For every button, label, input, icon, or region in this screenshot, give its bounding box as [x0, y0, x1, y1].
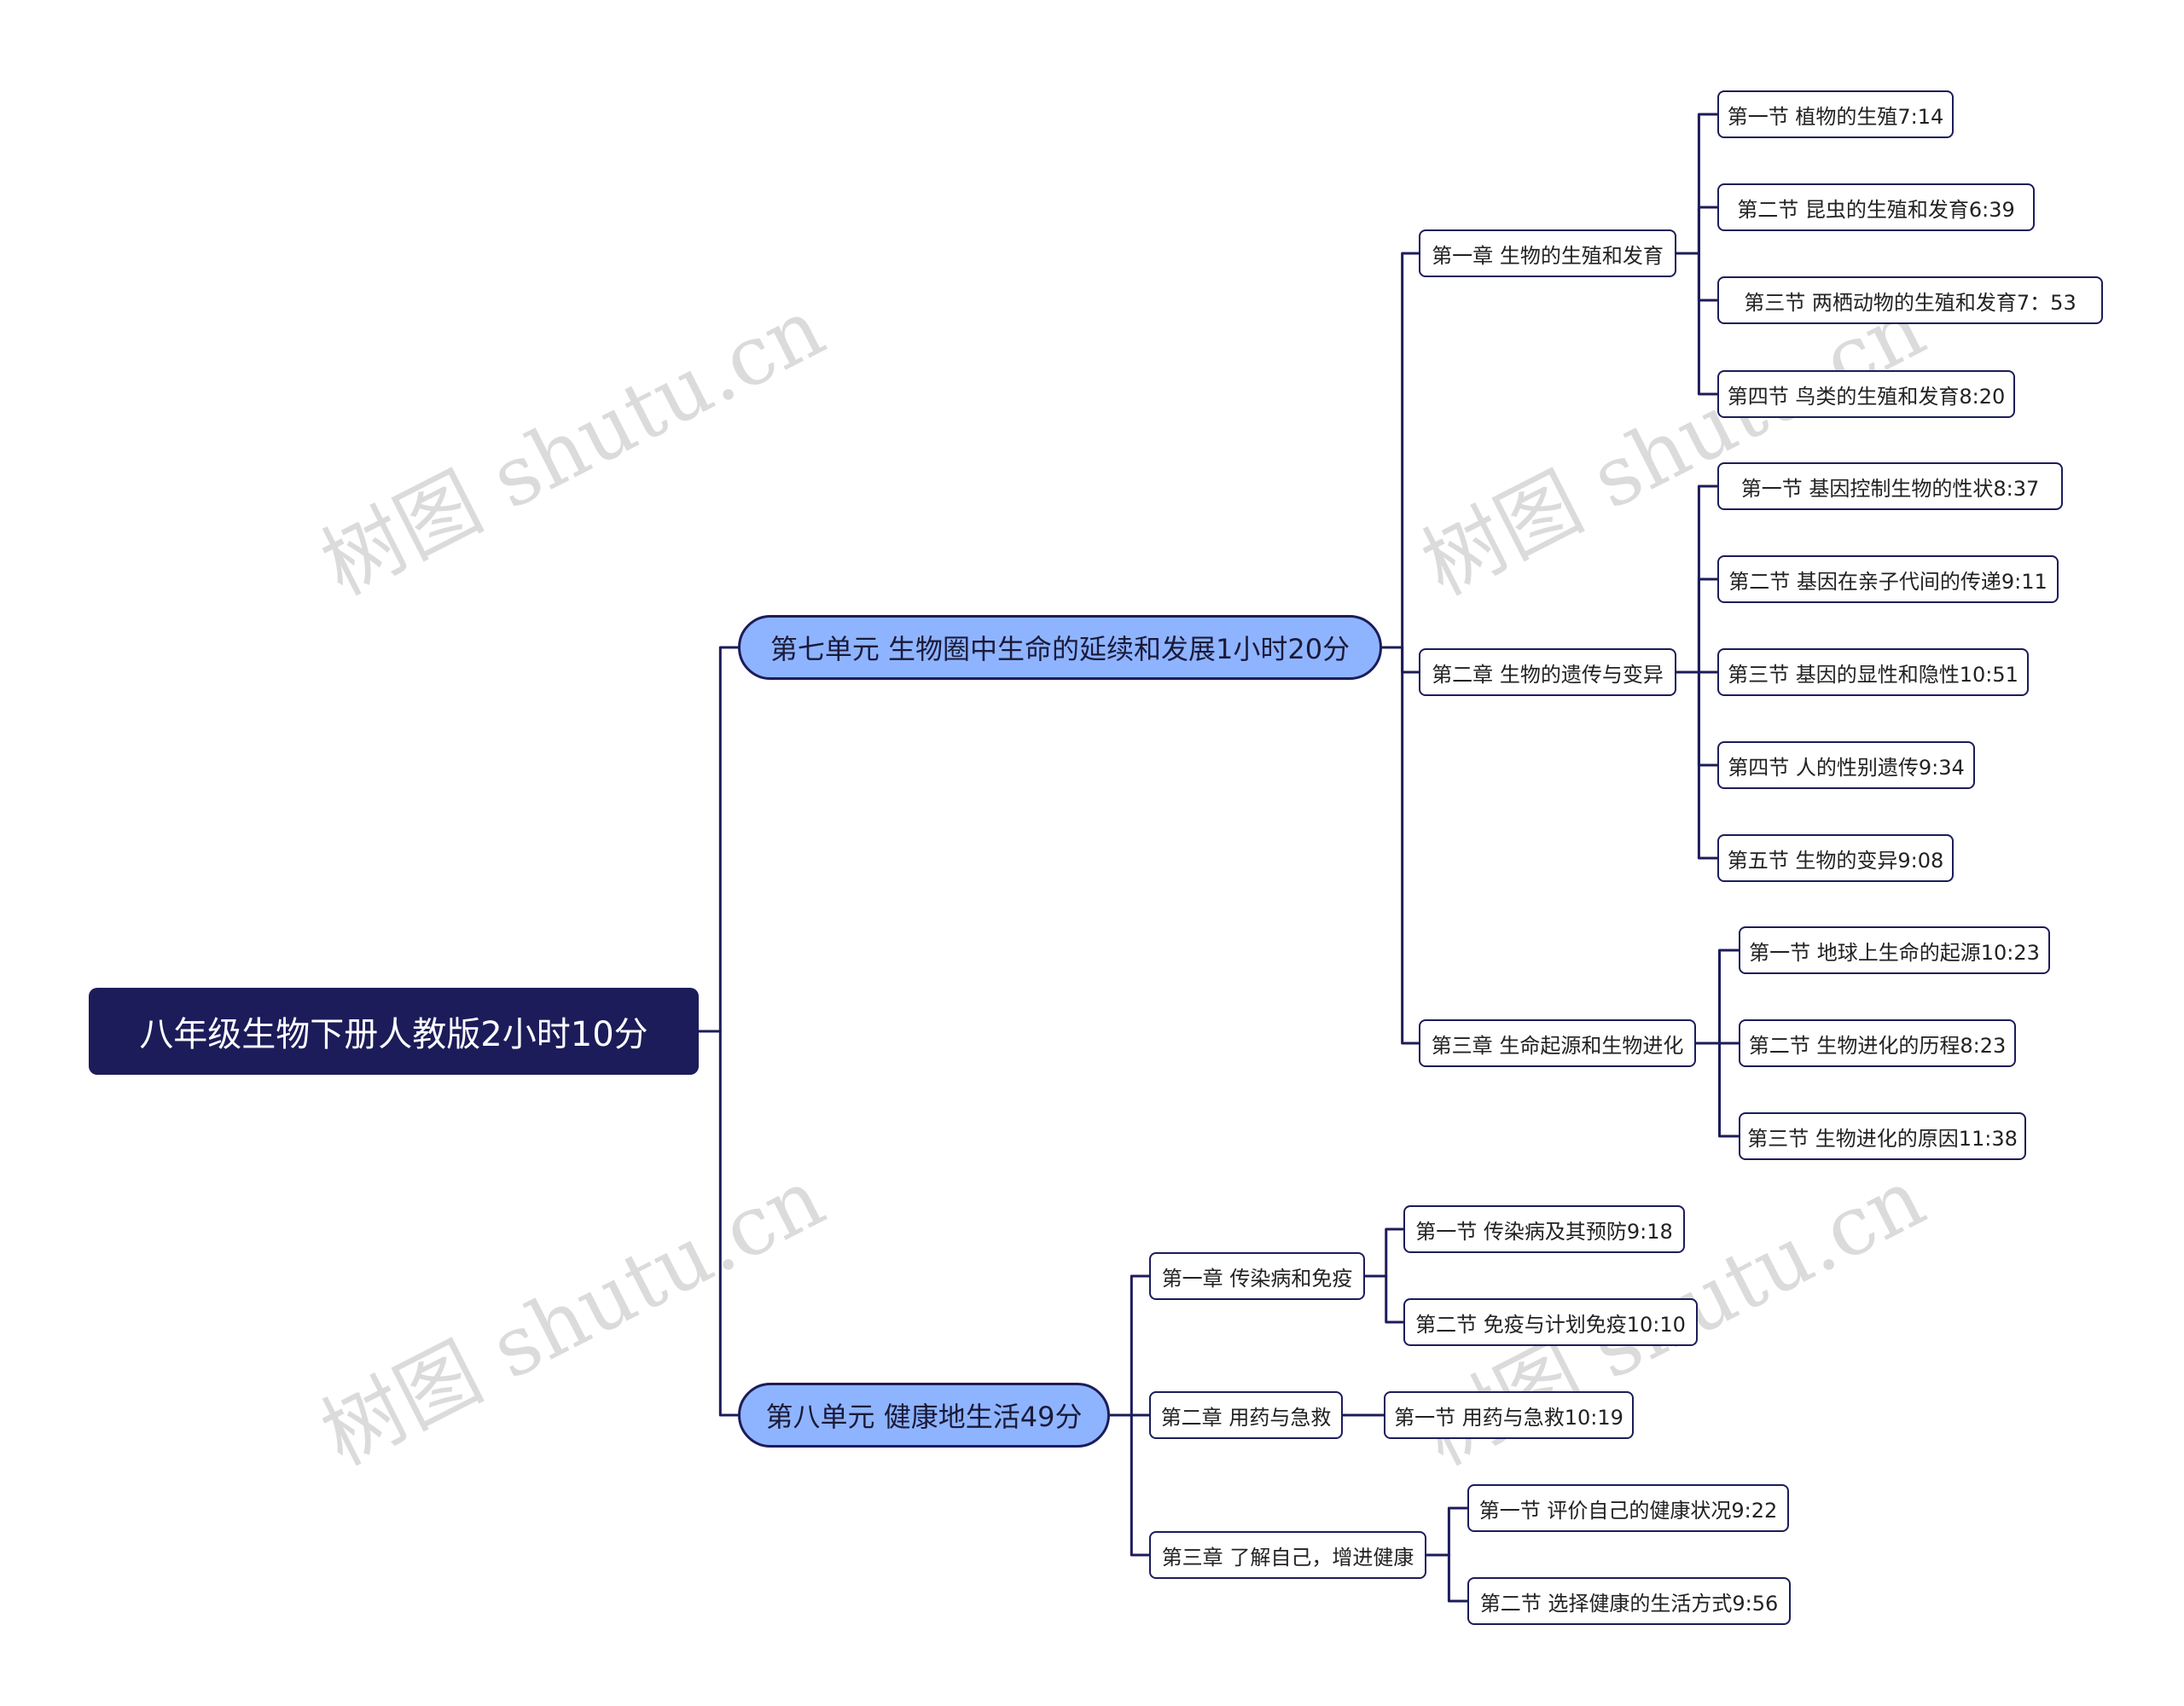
connector-line	[1676, 577, 1717, 674]
connector-line	[699, 646, 738, 1033]
connector-line	[1110, 1413, 1149, 1557]
connector-line	[1426, 1553, 1467, 1603]
connector-line	[1382, 646, 1419, 1045]
connector-line	[1676, 113, 1717, 255]
section-8-1-1[interactable]: 第一节 传染病及其预防9:18	[1403, 1205, 1685, 1253]
section-7-2-3[interactable]: 第三节 基因的显性和隐性10:51	[1717, 648, 2029, 696]
section-7-1-3[interactable]: 第三节 两栖动物的生殖和发育7：53	[1717, 276, 2103, 324]
connector-line	[1676, 670, 1717, 767]
section-7-2-2[interactable]: 第二节 基因在亲子代间的传递9:11	[1717, 555, 2059, 603]
connector-line	[1676, 252, 1717, 396]
section-8-3-1[interactable]: 第一节 评价自己的健康状况9:22	[1467, 1484, 1789, 1532]
chapter-8-1[interactable]: 第一章 传染病和免疫	[1149, 1252, 1365, 1300]
section-7-1-4[interactable]: 第四节 鸟类的生殖和发育8:20	[1717, 370, 2015, 418]
unit-8-topic[interactable]: 第八单元 健康地生活49分	[738, 1383, 1110, 1448]
section-7-2-1[interactable]: 第一节 基因控制生物的性状8:37	[1717, 462, 2063, 510]
connector-line	[1696, 949, 1739, 1045]
section-7-1-1[interactable]: 第一节 植物的生殖7:14	[1717, 90, 1954, 138]
chapter-7-1[interactable]: 第一章 生物的生殖和发育	[1419, 229, 1676, 277]
connector-line	[1696, 1042, 1739, 1138]
connector-line	[1110, 1274, 1149, 1417]
section-8-2-1[interactable]: 第一节 用药与急救10:19	[1384, 1391, 1634, 1439]
connector-line	[1365, 1274, 1403, 1324]
connector-line	[699, 1030, 738, 1417]
unit-7-topic[interactable]: 第七单元 生物圈中生命的延续和发展1小时20分	[738, 615, 1382, 680]
connector-line	[1676, 206, 1717, 255]
section-7-3-1[interactable]: 第一节 地球上生命的起源10:23	[1739, 926, 2050, 974]
section-7-3-3[interactable]: 第三节 生物进化的原因11:38	[1739, 1112, 2026, 1160]
connector-line	[1382, 646, 1419, 674]
connector-line	[1676, 252, 1717, 302]
section-8-3-2[interactable]: 第二节 选择健康的生活方式9:56	[1467, 1577, 1791, 1625]
section-7-3-2[interactable]: 第二节 生物进化的历程8:23	[1739, 1019, 2016, 1067]
chapter-7-2[interactable]: 第二章 生物的遗传与变异	[1419, 648, 1676, 696]
root-topic[interactable]: 八年级生物下册人教版2小时10分	[89, 988, 699, 1075]
section-8-1-2[interactable]: 第二节 免疫与计划免疫10:10	[1403, 1298, 1698, 1346]
connector-line	[1676, 670, 1717, 860]
chapter-8-2[interactable]: 第二章 用药与急救	[1149, 1391, 1343, 1439]
section-7-2-4[interactable]: 第四节 人的性别遗传9:34	[1717, 741, 1975, 789]
section-7-2-5[interactable]: 第五节 生物的变异9:08	[1717, 834, 1954, 882]
connector-line	[1382, 252, 1419, 649]
chapter-7-3[interactable]: 第三章 生命起源和生物进化	[1419, 1019, 1696, 1067]
connector-line	[1365, 1227, 1403, 1278]
connector-line	[1426, 1506, 1467, 1557]
chapter-8-3[interactable]: 第三章 了解自己，增进健康	[1149, 1531, 1426, 1579]
section-7-1-2[interactable]: 第二节 昆虫的生殖和发育6:39	[1717, 183, 2035, 231]
